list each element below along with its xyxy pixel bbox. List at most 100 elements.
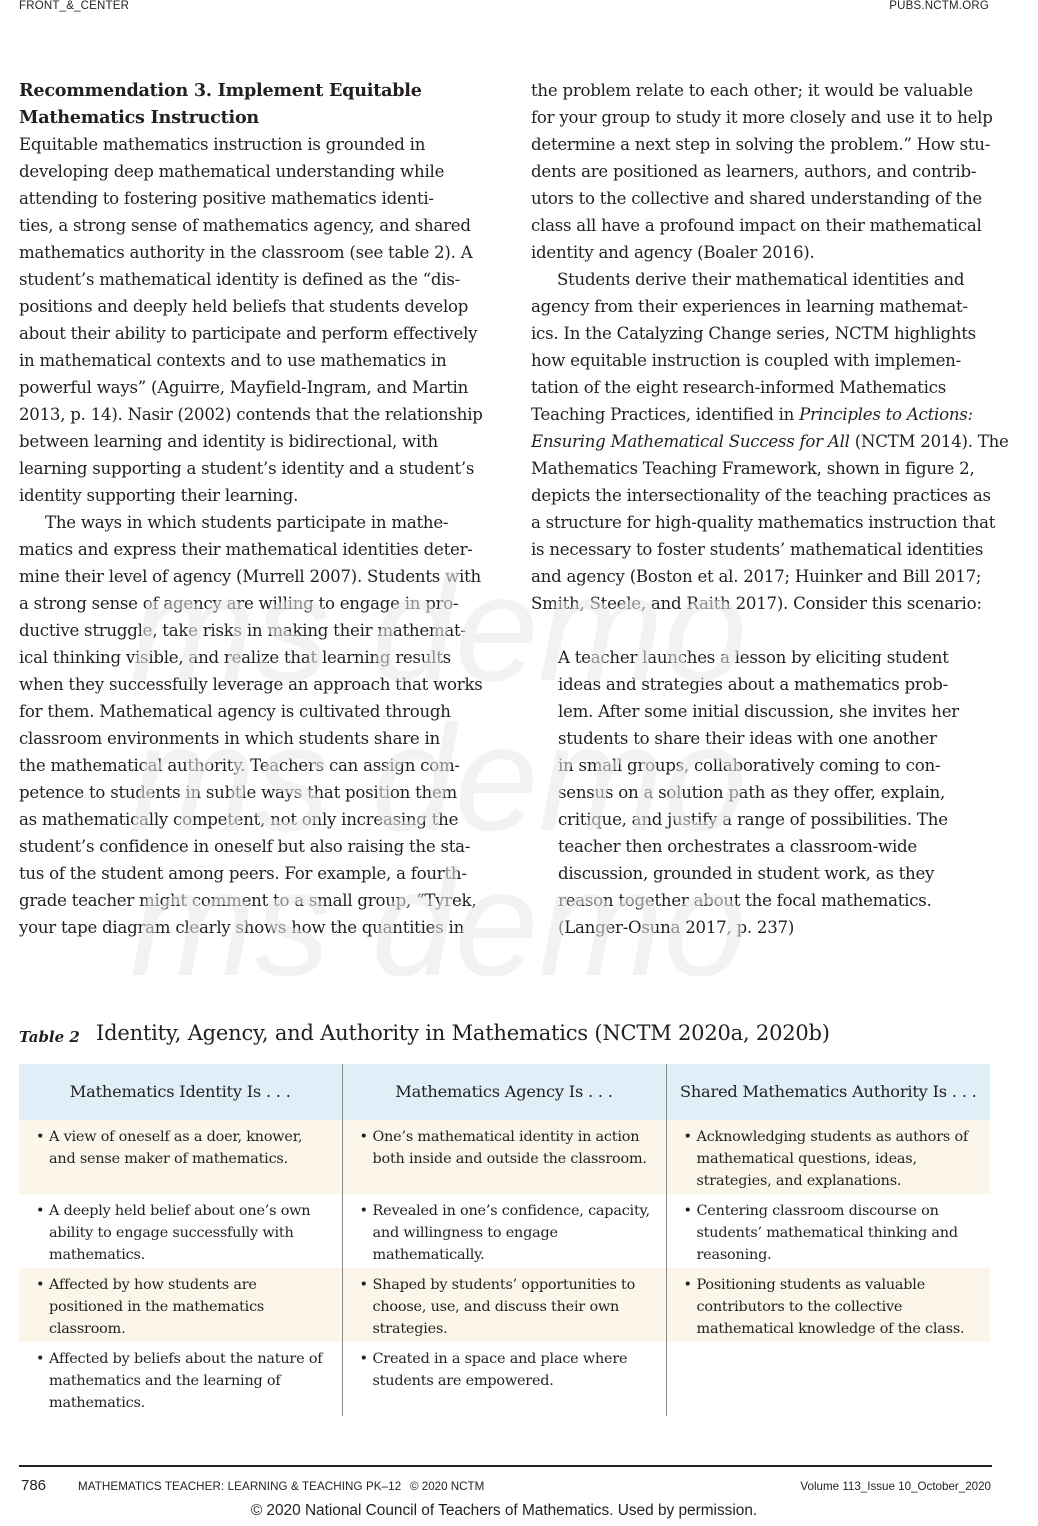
table-cell: • Affected by beliefs about the nature o… (19, 1342, 342, 1416)
paragraph: Students derive their mathematical ident… (531, 266, 1009, 617)
heading-line: Mathematics Instruction (19, 107, 259, 128)
cell-line: students’ mathematical thinking and (696, 1225, 959, 1241)
text-line: for them. Mathematical agency is cultiva… (19, 702, 451, 721)
right-column: the problem relate to each other; it wou… (531, 77, 1009, 941)
cell-line: strategies, and explanations. (696, 1173, 902, 1189)
bullet-icon: • (36, 1277, 45, 1293)
cell-line: Centering classroom discourse on (696, 1203, 939, 1219)
text-line: a strong sense of agency are willing to … (19, 594, 459, 613)
text-line: developing deep mathematical understandi… (19, 162, 445, 181)
book-title: Ensuring Mathematical Success for All (531, 432, 850, 451)
text-line: positions and deeply held beliefs that s… (19, 297, 469, 316)
text-line: Teaching Practices, identified in Princi… (531, 401, 989, 428)
text-line: between learning and identity is bidirec… (19, 432, 438, 451)
text-line: agency from their experiences in learnin… (531, 297, 968, 316)
table-caption: Table 2 Identity, Agency, and Authority … (19, 1020, 989, 1052)
paragraph: the problem relate to each other; it wou… (531, 77, 993, 266)
text-line: 2013, p. 14). Nasir (2002) contends that… (19, 405, 483, 424)
cell-line: choose, use, and discuss their own (372, 1299, 620, 1315)
text-line: about their ability to participate and p… (19, 324, 478, 343)
cell-line: Acknowledging students as authors (696, 1129, 951, 1145)
cell-line: of mathematical questions, ideas, (696, 1129, 969, 1167)
table-cell: • A deeply held belief about one’s own a… (19, 1194, 342, 1268)
text-line: ical thinking visible, and realize that … (19, 648, 451, 667)
cell-line: classroom. (49, 1321, 126, 1337)
quote-line: A teacher launches a lesson by eliciting… (558, 648, 949, 667)
table-row: • Affected by how students are positione… (19, 1268, 990, 1342)
text-line: your tape diagram clearly shows how the … (19, 918, 465, 937)
cell-line: ability to engage successfully with (49, 1225, 294, 1241)
journal-name: MATHEMATICS TEACHER: LEARNING & TEACHING… (78, 1480, 402, 1493)
text-line: determine a next step in solving the pro… (531, 135, 991, 154)
table-cell: • One’s mathematical identity in action … (341, 1120, 666, 1194)
text-line: student’s mathematical identity is defin… (19, 270, 460, 289)
cell-line: Revealed in one’s confidence, (372, 1203, 584, 1219)
table-header-row: Mathematics Identity Is . . . Mathematic… (19, 1064, 990, 1120)
table-cell: • Acknowledging students as authors of m… (665, 1120, 990, 1194)
text-line: class all have a profound impact on thei… (531, 216, 982, 235)
text-line: tus of the student among peers. For exam… (19, 864, 467, 883)
bullet-icon: • (36, 1129, 45, 1145)
block-quote: A teacher launches a lesson by eliciting… (531, 644, 989, 941)
text-line: mine their level of agency (Murrell 2007… (19, 567, 481, 586)
bullet-icon: • (359, 1203, 369, 1219)
paragraph: Equitable mathematics instruction is gro… (19, 131, 483, 509)
text-line: Students derive their mathematical ident… (557, 270, 965, 289)
text-line: tation of the eight research-informed Ma… (531, 378, 946, 397)
text-line: Ensuring Mathematical Success for All (N… (531, 428, 1009, 455)
bullet-icon: • (359, 1351, 369, 1367)
text-line: when they successfully leverage an appro… (19, 675, 483, 694)
bullet-icon: • (36, 1351, 45, 1367)
quote-line: teacher then orchestrates a classroom-wi… (558, 837, 917, 856)
text-line: utors to the collective and shared under… (531, 189, 982, 208)
cell-line: positioned in the mathematics (49, 1299, 265, 1315)
column-header: Shared Mathematics Authority Is . . . (665, 1064, 990, 1120)
text-line: ductive struggle, take risks in making t… (19, 621, 466, 640)
paragraph: The ways in which students participate i… (19, 509, 483, 941)
text-line: the problem relate to each other; it wou… (531, 81, 973, 100)
cell-line: both inside and outside the classroom. (372, 1151, 647, 1167)
cell-line: capacity, and willingness to engage (372, 1203, 651, 1241)
text-line: is necessary to foster students’ mathema… (531, 540, 984, 559)
quote-line: students to share their ideas with one a… (558, 729, 937, 748)
text-line: matics and express their mathematical id… (19, 540, 473, 559)
cell-line: contributors to the collective (696, 1299, 903, 1315)
bullet-icon: • (36, 1203, 45, 1219)
cell-line: mathematical knowledge of the class. (696, 1321, 965, 1337)
text-line: learning supporting a student’s identity… (19, 459, 475, 478)
bullet-icon: • (683, 1129, 693, 1145)
cell-line: mathematics. (49, 1247, 146, 1263)
heading-line: Recommendation 3. Implement Equitable (19, 80, 422, 101)
table-cell: • Affected by how students are positione… (19, 1268, 342, 1342)
text-line: a structure for high-quality mathematics… (531, 513, 996, 532)
page-footer: 786 MATHEMATICS TEACHER: LEARNING & TEAC… (19, 1475, 992, 1497)
table-cell: • A view of oneself as a doer, knower, a… (19, 1120, 342, 1194)
issue-info: Volume 113_Issue 10_October_2020 (800, 1480, 991, 1493)
bullet-icon: • (683, 1277, 693, 1293)
table-cell-empty (665, 1342, 990, 1416)
bullet-icon: • (683, 1203, 693, 1219)
site-label: PUBS.NCTM.ORG (889, 0, 989, 12)
table-row: • A deeply held belief about one’s own a… (19, 1194, 990, 1268)
text-line: petence to students in subtle ways that … (19, 783, 458, 802)
section-label: FRONT_&_CENTER (19, 0, 130, 12)
text-line: student’s confidence in oneself but also… (19, 837, 471, 856)
text-line: depicts the intersectionality of the tea… (531, 486, 991, 505)
cell-line: Affected by how students are (49, 1277, 257, 1293)
text-line: and agency (Boston et al. 2017; Huinker … (531, 567, 982, 586)
text-run: (NCTM 2014). The (849, 432, 1009, 451)
table-cell: • Created in a space and place where stu… (341, 1342, 666, 1416)
book-title: Principles to Actions: (799, 405, 973, 424)
table-row: • A view of oneself as a doer, knower, a… (19, 1120, 990, 1194)
quote-line: discussion, grounded in student work, as… (558, 864, 935, 883)
identity-table: Mathematics Identity Is . . . Mathematic… (19, 1064, 990, 1416)
cell-line: One’s mathematical identity in action (372, 1129, 640, 1145)
text-line: ties, a strong sense of mathematics agen… (19, 216, 471, 235)
column-header: Mathematics Identity Is . . . (19, 1064, 342, 1120)
text-line: Mathematics Teaching Framework, shown in… (531, 459, 975, 478)
bullet-icon: • (359, 1129, 369, 1145)
cell-line: mathematically. (372, 1247, 485, 1263)
text-line: The ways in which students participate i… (45, 513, 449, 532)
cell-line: students are empowered. (372, 1373, 554, 1389)
table-title: Identity, Agency, and Authority in Mathe… (96, 1021, 830, 1045)
